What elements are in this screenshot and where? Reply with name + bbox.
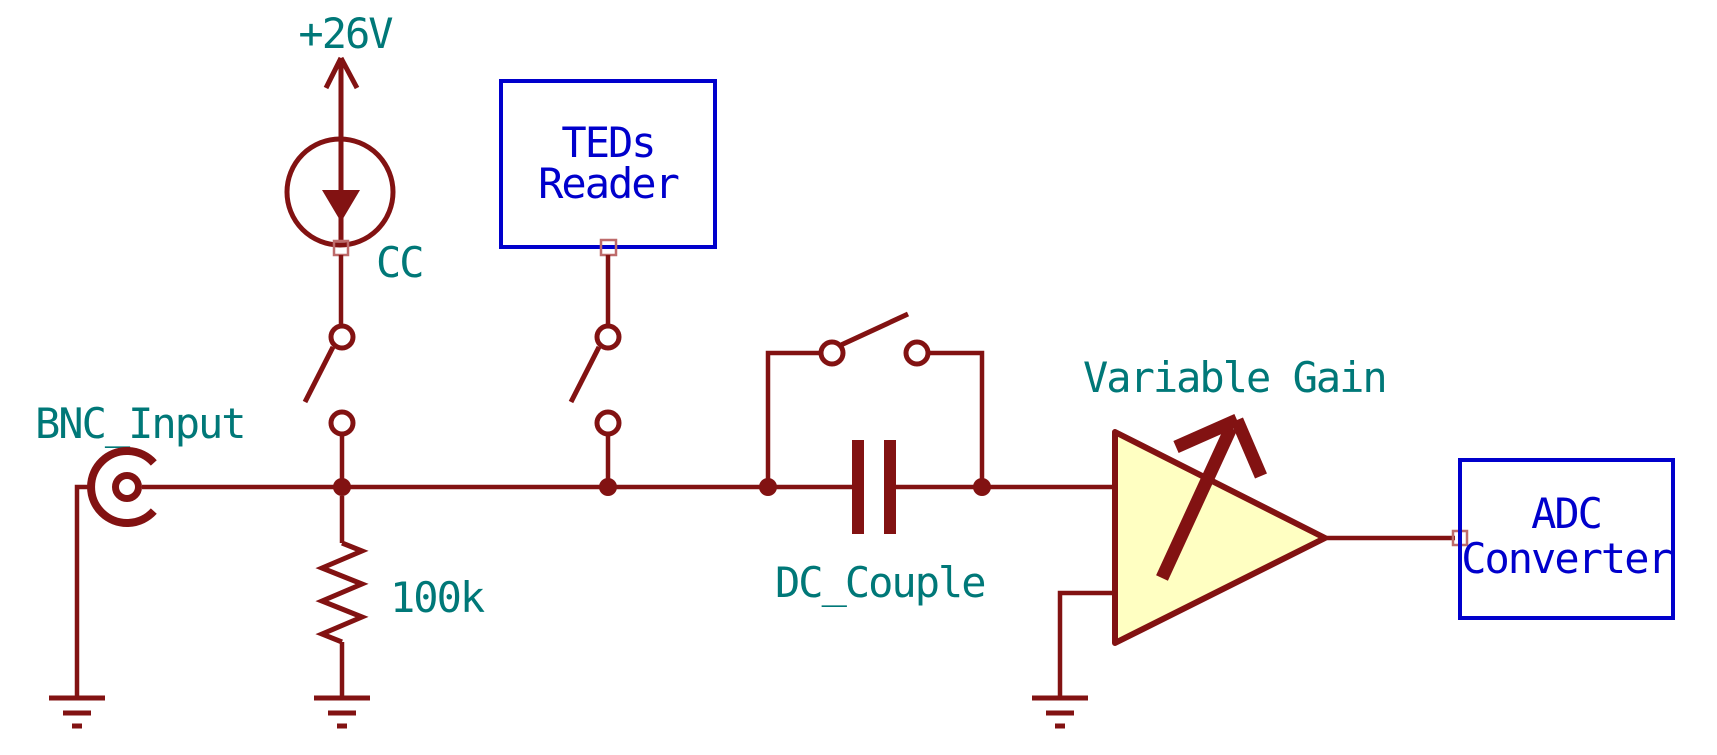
bypass-switch-branch	[765, 311, 985, 483]
switch-cc-contact-top	[328, 323, 356, 351]
current-source-label: CC	[376, 238, 423, 287]
teds-reader-label-line2: Reader	[538, 159, 678, 208]
bnc-center-pin	[112, 472, 142, 502]
switch-teds-lever	[568, 345, 602, 404]
adc-converter-block: ADC Converter	[1451, 458, 1675, 620]
wire-bypass-left	[765, 350, 821, 483]
gain-arrow-barb-right	[1231, 417, 1267, 479]
adc-converter-label-line1: ADC	[1531, 489, 1601, 538]
switch-cc	[302, 323, 356, 437]
capacitor-plate-left	[852, 440, 864, 534]
gain-arrow-shaft	[1156, 425, 1237, 581]
capacitor-plate-right	[884, 440, 896, 534]
switch-cc-lever	[302, 345, 336, 404]
ground-symbol-resistor	[314, 695, 370, 729]
switch-cc-contact-bottom	[328, 409, 356, 437]
switch-bypass-contact-right	[903, 339, 931, 367]
bnc-outer-shield-arc	[87, 447, 157, 527]
teds-reader-label-line1: TEDs	[561, 118, 654, 167]
ground-symbol-bnc	[49, 695, 105, 729]
capacitor-label: DC_Couple	[775, 558, 985, 607]
resistor-zigzag	[315, 540, 369, 645]
amplifier-variable-gain: Variable Gain	[1083, 353, 1388, 646]
power-symbol-26v: +26V	[298, 9, 395, 241]
switch-teds	[568, 323, 622, 437]
resistor-100k: 100k	[315, 496, 487, 698]
switch-teds-contact-bottom	[594, 409, 622, 437]
junction-dot-4	[973, 478, 991, 496]
junction-dot-3	[759, 478, 777, 496]
junction-dot-1	[333, 478, 351, 496]
power-arrow-barb-right	[338, 56, 360, 90]
teds-reader-block: TEDs Reader	[499, 79, 717, 257]
switch-teds-contact-top	[594, 323, 622, 351]
teds-reader-box	[499, 79, 717, 249]
junction-dot-2	[599, 478, 617, 496]
wire-bypass-right	[928, 350, 985, 483]
adc-converter-box	[1458, 458, 1675, 620]
wire-amp-to-ground	[1057, 590, 1115, 698]
resistor-value-label: 100k	[390, 573, 485, 622]
amplifier-triangle	[1112, 429, 1328, 646]
adc-converter-label-line2: Converter	[1461, 534, 1671, 583]
amplifier-label: Variable Gain	[1083, 353, 1386, 402]
bnc-input-connector: BNC_Input	[35, 399, 247, 527]
capacitor-dc-couple: DC_Couple	[775, 440, 987, 607]
current-source-cc: CC	[284, 136, 425, 287]
current-source-circle	[284, 136, 396, 248]
power-arrow-barb-left	[323, 56, 344, 90]
ground-symbol-amp	[1032, 695, 1088, 729]
power-net-label: +26V	[298, 9, 393, 58]
bnc-input-label: BNC_Input	[35, 399, 245, 448]
current-source-triangle-icon	[322, 190, 360, 222]
switch-bypass-lever	[839, 311, 910, 348]
switch-bypass-contact-left	[818, 339, 846, 367]
gain-arrow-barb-left	[1173, 414, 1240, 453]
wire-bnc-to-ground	[74, 484, 91, 698]
